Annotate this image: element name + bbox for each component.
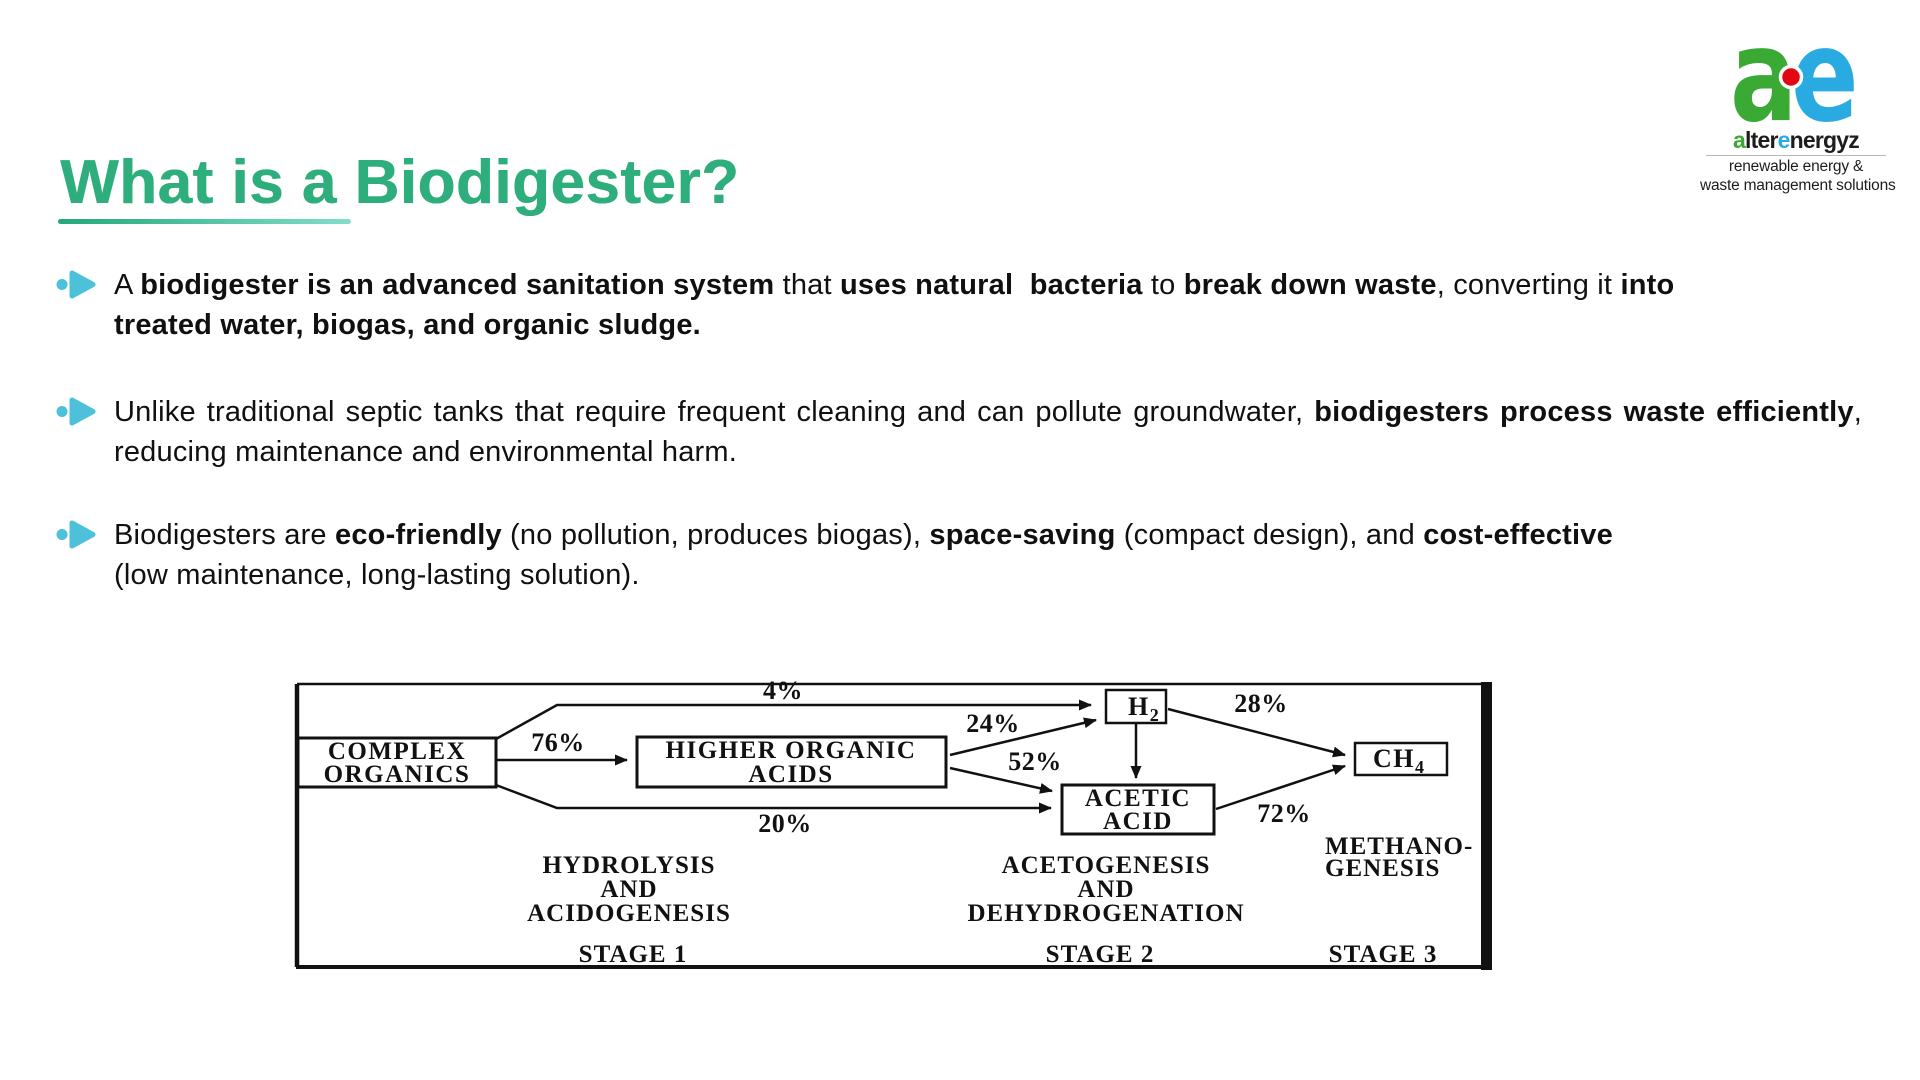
- arrow-bullet-icon: [56, 397, 96, 426]
- diagram-frame-right-bar: [1481, 682, 1492, 970]
- box-aa-line2: ACID: [1103, 808, 1173, 835]
- stage2-process-line2: AND: [1077, 876, 1134, 903]
- arrow-bullet-icon: [56, 520, 96, 549]
- stage1-process-line3: ACIDOGENESIS: [527, 900, 731, 927]
- h2-sub: 2: [1150, 705, 1161, 725]
- biodigestion-stages-diagram: COMPLEX ORGANICS HIGHER ORGANIC ACIDS H2…: [293, 681, 1498, 976]
- pct-52: 52%: [1008, 747, 1062, 776]
- bullet-text-3: Biodigesters are eco-friendly (no pollut…: [114, 519, 1613, 591]
- bullet-item-1: A biodigester is an advanced sanitation …: [56, 265, 1862, 345]
- stage1-label: STAGE 1: [579, 941, 688, 968]
- pct-4: 4%: [763, 681, 803, 705]
- bullet-text-1: A biodigester is an advanced sanitation …: [114, 269, 1675, 341]
- logo-divider: [1706, 155, 1886, 157]
- pct-24: 24%: [966, 709, 1020, 738]
- logo-tagline-line1: renewable energy &: [1728, 158, 1864, 176]
- pct-28: 28%: [1234, 689, 1288, 718]
- stage2-label: STAGE 2: [1046, 941, 1155, 968]
- box-h2-label: H2: [1128, 692, 1160, 725]
- company-logo: a e alterenergyz renewable energy & wast…: [1700, 30, 1896, 195]
- stage2-process-line3: DEHYDROGENATION: [967, 900, 1244, 927]
- pct-76: 76%: [531, 728, 585, 757]
- stage3-process-line1: METHANO-: [1325, 833, 1473, 860]
- stage1-process-line1: HYDROLYSIS: [542, 852, 715, 879]
- flow-h2-to-ch4: [1167, 707, 1346, 758]
- stage1-process-line2: AND: [600, 876, 657, 903]
- ch4-sub: 4: [1415, 757, 1426, 777]
- bullet-text-2: Unlike traditional septic tanks that req…: [114, 396, 1862, 468]
- flow-hoa-to-aa: [949, 766, 1053, 794]
- flow-co-to-h2: [495, 699, 1092, 741]
- logo-ae-mark-icon: a e: [1730, 30, 1859, 126]
- arrow-bullet-icon: [56, 270, 96, 299]
- box-hoa-line2: ACIDS: [748, 761, 833, 788]
- pct-72: 72%: [1257, 799, 1311, 828]
- h2-base: H: [1128, 692, 1150, 721]
- flow-aa-to-ch4: [1215, 764, 1346, 811]
- box-ch4: [1353, 741, 1449, 777]
- title-underline: [58, 219, 351, 224]
- box-acetic-acid: [1060, 783, 1216, 836]
- bullet-item-2: Unlike traditional septic tanks that req…: [56, 392, 1862, 472]
- box-hoa-line1: HIGHER ORGANIC: [666, 737, 917, 764]
- box-ch4-label: CH4: [1373, 744, 1426, 777]
- box-aa-line1: ACETIC: [1085, 785, 1191, 812]
- flow-co-to-aa: [495, 783, 1052, 814]
- stage3-process-line2: GENESIS: [1325, 855, 1440, 882]
- stage3-label: STAGE 3: [1329, 941, 1438, 968]
- page-title: What is a Biodigester?: [60, 147, 740, 217]
- box-h2: [1104, 688, 1168, 725]
- bullet-item-3: Biodigesters are eco-friendly (no pollut…: [56, 515, 1862, 595]
- logo-red-dot-icon: [1778, 64, 1804, 90]
- box-complex-organics: [296, 736, 498, 789]
- box-complex-organics-line2: ORGANICS: [324, 761, 471, 788]
- logo-wordmark: alterenergyz: [1733, 127, 1860, 153]
- flow-hoa-to-h2: [949, 717, 1097, 757]
- pct-20: 20%: [758, 809, 812, 838]
- logo-tagline-line2: waste management solutions: [1700, 176, 1896, 194]
- ch4-base: CH: [1373, 744, 1415, 773]
- stage2-process-line1: ACETOGENESIS: [1002, 852, 1211, 879]
- box-complex-organics-line1: COMPLEX: [328, 738, 466, 765]
- box-higher-organic-acids: [635, 735, 948, 789]
